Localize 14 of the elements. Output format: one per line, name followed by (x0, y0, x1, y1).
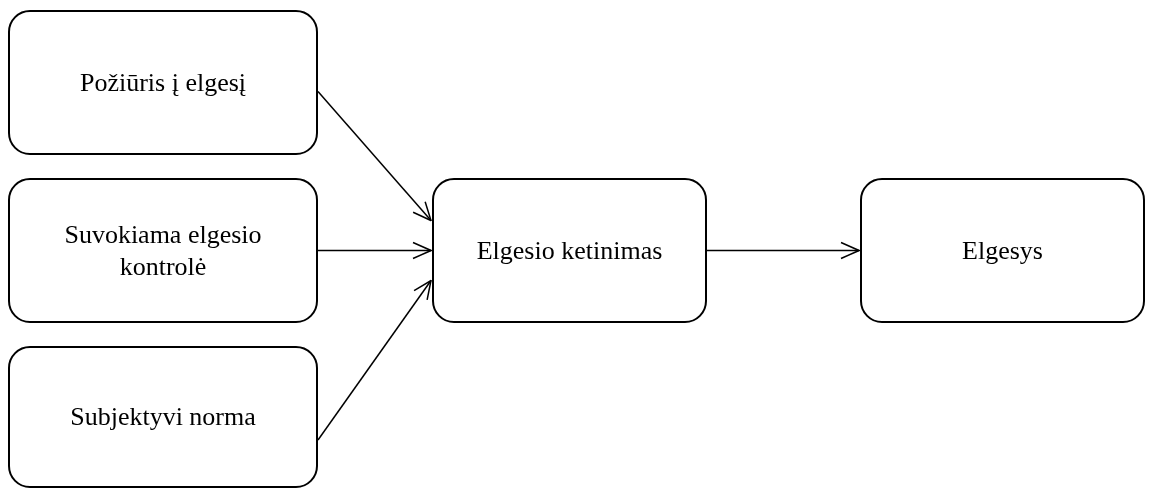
box-label: Elgesio ketinimas (476, 234, 663, 267)
arrow (317, 241, 432, 260)
process-box (8, 178, 318, 323)
arrow (317, 90, 432, 222)
box-label: Subjektyvi norma (70, 401, 256, 433)
process-box (8, 346, 318, 488)
box-label: Požiūris į elgesį (79, 66, 247, 99)
process-box (432, 178, 707, 323)
box-label: Suvokiama elgesio kontrolė (63, 219, 263, 282)
arrow (317, 279, 432, 441)
process-box (8, 10, 318, 155)
arrow (706, 241, 860, 260)
box-label: Elgesys (962, 234, 1043, 267)
process-box (860, 178, 1145, 323)
